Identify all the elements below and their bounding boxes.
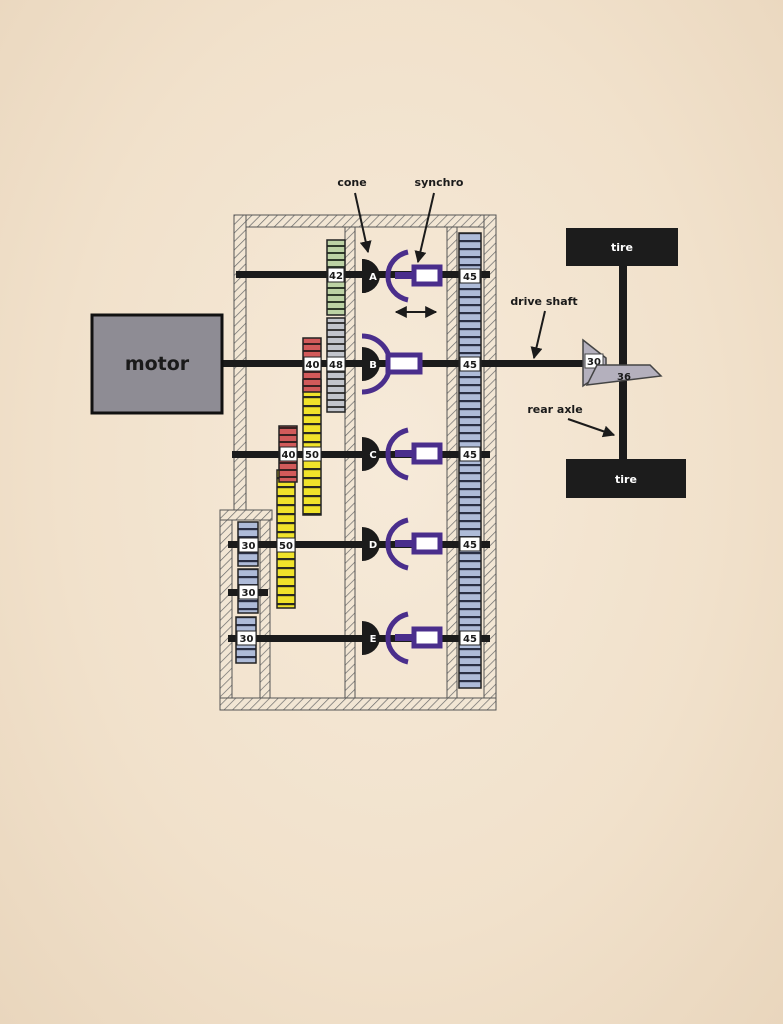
gear-label-b-large: 48	[329, 360, 343, 371]
tire-bottom	[566, 459, 686, 498]
cone-d-group: D	[362, 517, 443, 571]
synchro-a	[385, 249, 409, 303]
gear-label-out-c: 45	[463, 450, 477, 461]
tire-bottom-label: tire	[615, 473, 637, 486]
gear-label-c-large: 50	[305, 450, 319, 461]
label-synchro: synchro	[415, 176, 464, 189]
gear-label-out-d: 45	[463, 540, 477, 551]
label-drive-shaft: drive shaft	[510, 295, 577, 308]
cone-c-group: C	[362, 427, 443, 481]
synchro-d	[385, 517, 409, 571]
cone-label-b: B	[369, 360, 377, 371]
motor-label: motor	[125, 353, 190, 375]
gear-label-idler: 30	[242, 588, 256, 599]
output-gear-tags: 45 45 45 45 45	[459, 268, 481, 646]
gear-column-left	[235, 239, 346, 664]
gear-label-e-small: 30	[240, 634, 254, 645]
shaft-c	[232, 451, 490, 458]
synchro-e	[385, 611, 409, 665]
cone-label-a: A	[369, 272, 377, 283]
gear-label-diff-ring: 36	[617, 372, 631, 383]
gear-label-d-large: 50	[279, 541, 293, 552]
gear-tags: 42 40 48 40 50 30 50 30 30	[236, 267, 346, 646]
gear-label-c-small: 40	[282, 450, 296, 461]
cone-a-group: A	[362, 249, 443, 303]
motor-block: motor	[90, 313, 224, 415]
cone-e-group: E	[362, 611, 443, 665]
cone-b-group: B	[361, 333, 423, 395]
gear-label-out-e: 45	[463, 634, 477, 645]
cone-label-e: E	[370, 634, 377, 645]
cone-label-d: D	[369, 540, 377, 551]
rear-axle-assembly: tire tire 30 36	[566, 228, 686, 498]
gear-label-diff-pinion: 30	[587, 357, 601, 368]
tire-top-label: tire	[611, 241, 633, 254]
shaft-d	[228, 541, 490, 548]
gear-label-out-b: 45	[463, 360, 477, 371]
tire-top	[566, 228, 678, 266]
gear-label-out-a: 45	[463, 272, 477, 283]
gear-label-b-small: 40	[306, 360, 320, 371]
synchro-c	[385, 427, 409, 481]
label-rear-axle: rear axle	[527, 403, 582, 416]
gear-label-d-small: 30	[242, 541, 256, 552]
gear-label-a-small: 42	[329, 271, 343, 282]
rear-axle	[619, 260, 627, 465]
diff-ring	[585, 364, 663, 386]
label-cone: cone	[337, 176, 366, 189]
cone-label-c: C	[369, 450, 376, 461]
shaft-e	[228, 635, 490, 642]
annotations: cone synchro drive shaft rear axle	[337, 176, 616, 438]
